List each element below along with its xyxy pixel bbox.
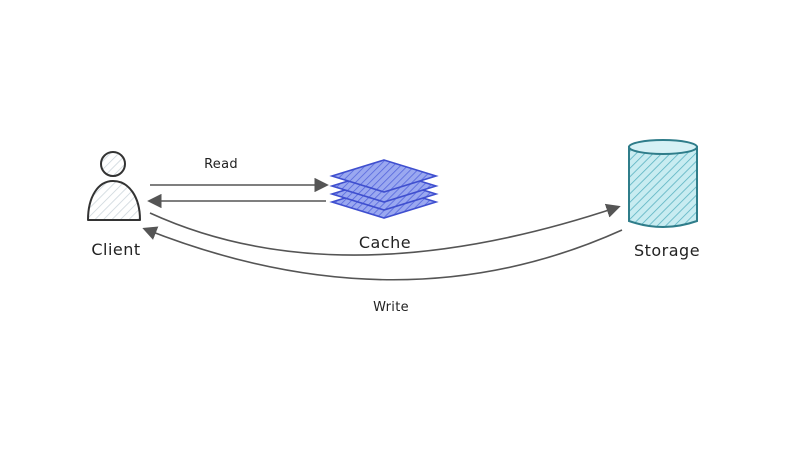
read-edge[interactable]: Read xyxy=(150,157,329,193)
person-icon xyxy=(87,151,141,221)
client-label: Client xyxy=(91,240,140,259)
write-edge[interactable]: Write xyxy=(142,226,623,315)
storage-label: Storage xyxy=(634,241,700,260)
client-to-storage-arrow xyxy=(149,203,621,256)
cache-label: Cache xyxy=(359,233,411,252)
write-arrow xyxy=(142,226,623,281)
database-cylinder-icon xyxy=(628,139,698,228)
cache-node[interactable]: Cache xyxy=(329,159,439,252)
storage-node[interactable]: Storage xyxy=(628,139,700,260)
client-node[interactable]: Client xyxy=(87,151,141,259)
layered-stack-icon xyxy=(329,159,439,219)
read-label: Read xyxy=(204,157,238,172)
client-to-storage-edge[interactable] xyxy=(149,203,621,256)
write-label: Write xyxy=(373,300,409,315)
